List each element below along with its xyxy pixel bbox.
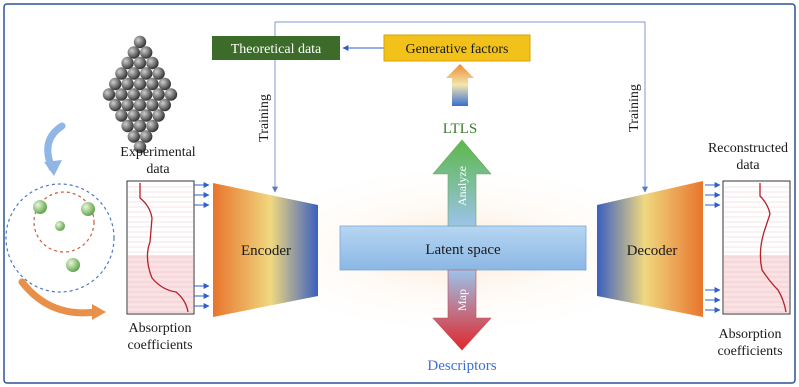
reconstructed-data-label-line2: data bbox=[736, 158, 760, 173]
encoder-label: Encoder bbox=[241, 243, 291, 259]
encoder-block bbox=[213, 183, 318, 317]
generative-factors-label: Generative factors bbox=[406, 42, 509, 57]
outer-frame bbox=[3, 3, 796, 384]
theoretical-data-box bbox=[212, 36, 340, 60]
analyze-arrow bbox=[432, 139, 492, 227]
absorption-label-left-line2: coefficients bbox=[127, 338, 192, 353]
cluster-to-atom-arrowhead bbox=[44, 160, 62, 176]
ltls-label: LTLS bbox=[443, 121, 477, 137]
absorption-label-right-line2: coefficients bbox=[717, 344, 782, 359]
generative-factors-box bbox=[383, 34, 531, 62]
nanoparticle-cluster-icon bbox=[102, 35, 178, 154]
encoder-input-arrows bbox=[194, 182, 210, 309]
atom-to-spectrum-arrow bbox=[18, 278, 100, 317]
training-label-right: Training bbox=[627, 84, 642, 132]
latent-space-box bbox=[339, 225, 587, 271]
map-arrow bbox=[432, 269, 492, 351]
decoder-label: Decoder bbox=[627, 243, 678, 259]
analyze-label: Analyze bbox=[455, 166, 469, 206]
experimental-spectrum-panel bbox=[126, 180, 195, 315]
atom-to-spectrum-arrowhead bbox=[92, 304, 106, 320]
atom-structure-icon bbox=[5, 183, 115, 293]
theoretical-data-label: Theoretical data bbox=[231, 42, 322, 57]
absorption-label-left-line1: Absorption bbox=[129, 321, 192, 336]
training-loop-line bbox=[274, 21, 648, 193]
descriptors-label: Descriptors bbox=[427, 358, 496, 374]
training-label-left: Training bbox=[257, 94, 272, 142]
experimental-data-label-line1: Experimental bbox=[120, 145, 196, 160]
absorption-label-right-line1: Absorption bbox=[719, 327, 782, 342]
ltls-up-arrow bbox=[446, 64, 474, 106]
map-label: Map bbox=[455, 289, 469, 311]
reconstructed-spectrum-panel bbox=[722, 180, 791, 315]
latent-space-label: Latent space bbox=[425, 242, 501, 258]
experimental-data-label-line2: data bbox=[146, 162, 170, 177]
reconstructed-data-label-line1: Reconstructed bbox=[708, 141, 788, 156]
decoder-block bbox=[597, 181, 703, 317]
decoder-output-arrows bbox=[705, 182, 721, 313]
